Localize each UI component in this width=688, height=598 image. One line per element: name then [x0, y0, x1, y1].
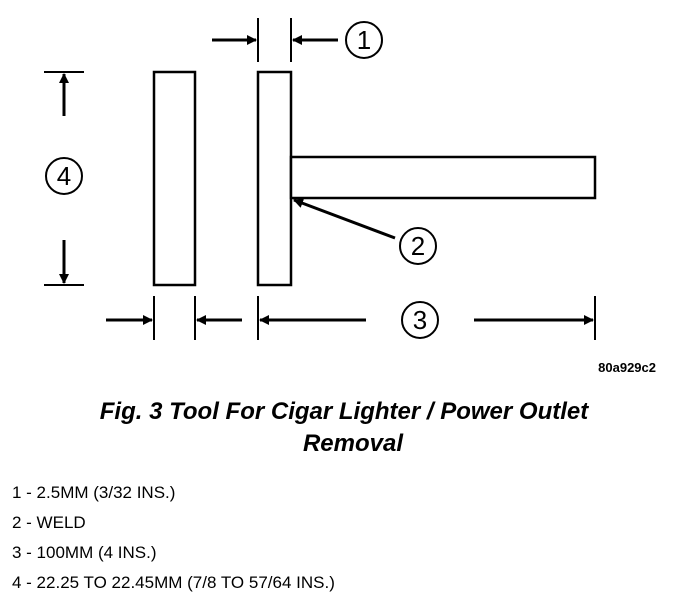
callout-1: 1 — [345, 21, 383, 59]
dimension-left-plate — [106, 296, 242, 340]
legend-item: 1 - 2.5MM (3/32 INS.) — [12, 483, 176, 502]
handle-bar — [289, 155, 597, 200]
legend-item: 2 - WELD — [12, 513, 86, 532]
figure-caption: Fig. 3 Tool For Cigar Lighter / Power Ou… — [0, 396, 688, 460]
dimension-1 — [212, 18, 338, 62]
legend-item: 4 - 22.25 TO 22.45MM (7/8 TO 57/64 INS.) — [12, 573, 335, 592]
weld-pointer — [293, 198, 396, 240]
callout-3-label: 3 — [413, 305, 427, 335]
callout-4-label: 4 — [57, 161, 71, 191]
left-plate — [152, 70, 197, 287]
caption-line-1: Fig. 3 Tool For Cigar Lighter / Power Ou… — [99, 398, 589, 425]
figure-code: 80a929c2 — [598, 360, 656, 375]
callout-2-label: 2 — [411, 231, 425, 261]
callout-3: 3 — [401, 301, 439, 339]
right-plate — [256, 70, 293, 287]
callout-1-label: 1 — [357, 25, 371, 55]
dimension-3 — [257, 296, 596, 340]
legend-item: 3 - 100MM (4 INS.) — [12, 543, 157, 562]
legend-list: 1 - 2.5MM (3/32 INS.) 2 - WELD 3 - 100MM… — [12, 478, 335, 598]
caption-line-2: Removal — [302, 430, 404, 457]
tool-diagram: 1 4 2 3 80a929c2 — [44, 18, 656, 375]
dimension-4 — [44, 71, 84, 286]
callout-4: 4 — [45, 157, 83, 195]
callout-2: 2 — [399, 227, 437, 265]
